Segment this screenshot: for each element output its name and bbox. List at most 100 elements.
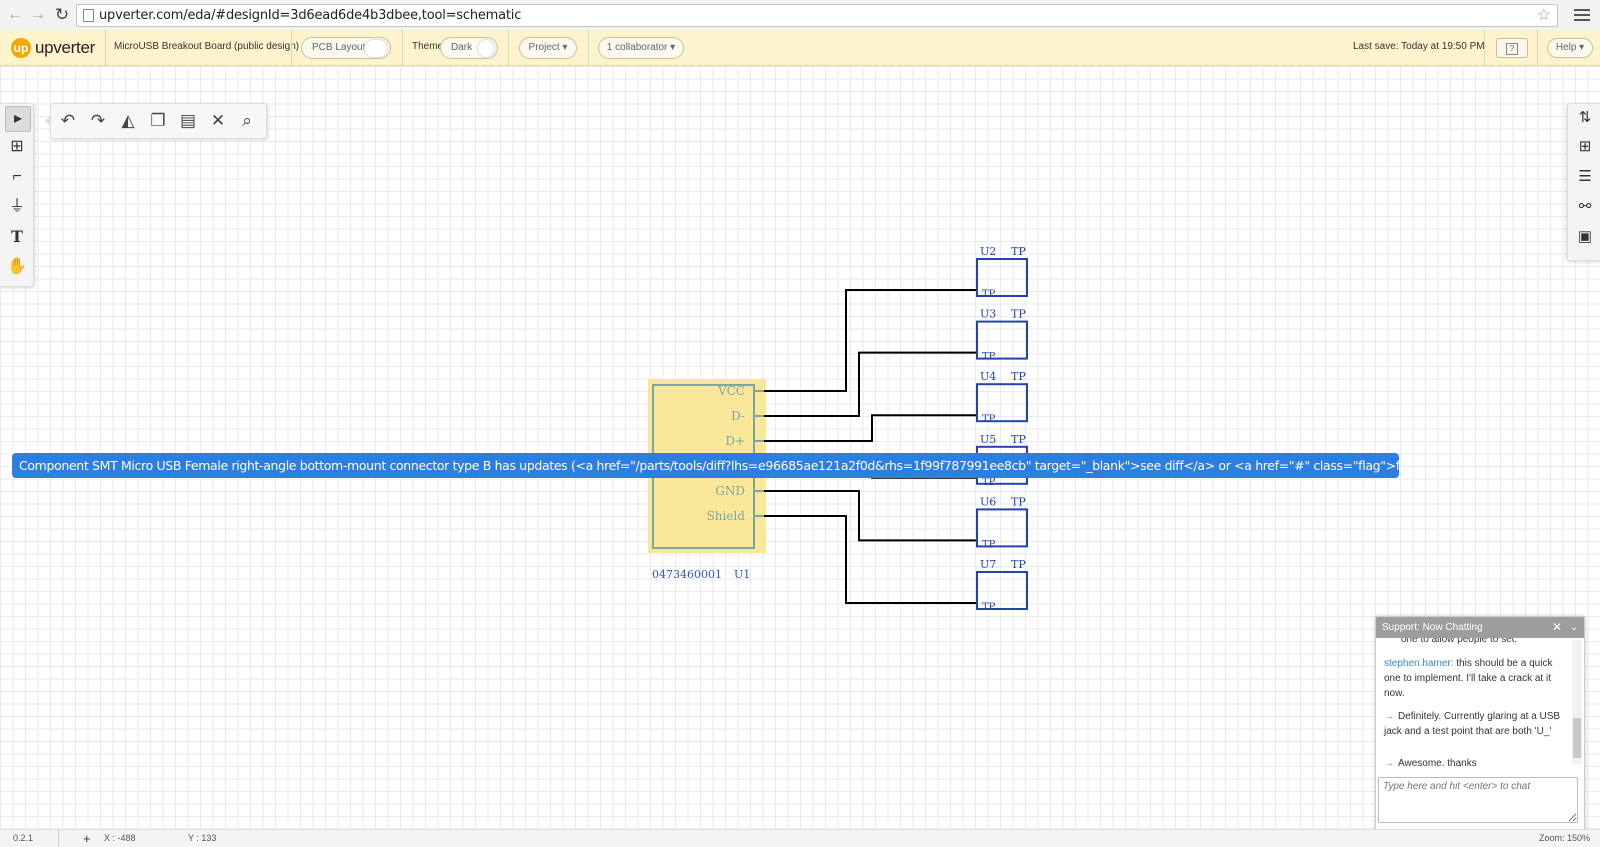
designator-label: U1 — [734, 568, 750, 581]
text-icon[interactable]: T — [11, 227, 23, 246]
tp-value: TP — [1011, 308, 1026, 321]
pan-hand-icon[interactable]: ✋ — [7, 258, 27, 275]
divider — [105, 30, 106, 65]
tp-pin-label: TP — [982, 352, 996, 363]
chat-message: stephen.hamer: this should be a quick on… — [1384, 656, 1564, 701]
close-icon[interactable]: ✕ — [1551, 620, 1562, 634]
chat-input[interactable] — [1378, 777, 1578, 823]
tp-designator: U6 — [980, 495, 996, 508]
divider — [508, 30, 509, 65]
divider — [1484, 30, 1485, 65]
delete-icon[interactable]: ✕ — [210, 111, 226, 130]
divider — [1537, 30, 1538, 65]
tp-designator: U3 — [980, 308, 996, 321]
flip-icon[interactable]: ◭ — [121, 111, 135, 130]
chat-message-text: Awesome, thanks — [1398, 758, 1477, 766]
tp-pin-label: TP — [982, 602, 996, 613]
zoom-level[interactable]: Zoom: 150% — [1538, 833, 1590, 843]
tp-body[interactable] — [976, 383, 1028, 423]
question-icon: ? — [1506, 43, 1518, 55]
url-text[interactable]: upverter.com/eda/#designId=3d6ead6de4b3d… — [99, 8, 522, 23]
crosshair-icon: + — [83, 831, 91, 846]
y-coordinate: Y : 133 — [188, 833, 217, 843]
status-bar: 0.2.1 + X : -488 Y : 133 Zoom: 150% — [0, 829, 1600, 847]
last-save-status: Last save: Today at 19:50 PM — [1353, 41, 1485, 52]
logo-text: upverter — [35, 38, 95, 57]
project-dropdown[interactable]: Project ▾ — [519, 37, 577, 59]
list-icon[interactable]: ☰ — [1578, 168, 1592, 185]
chat-scrollbar[interactable] — [1572, 640, 1582, 764]
tp-pin-label: TP — [982, 477, 996, 488]
chat-log: one to allow people to set. stephen.hame… — [1376, 638, 1570, 766]
help-dropdown[interactable]: Help ▾ — [1547, 38, 1593, 58]
part-number-label: 0473460001 — [652, 568, 722, 581]
back-arrow-icon[interactable]: ← — [7, 6, 23, 23]
chat-message-text: Definitely. Currently glaring at a USB j… — [1384, 711, 1561, 737]
divider — [291, 30, 292, 65]
address-bar[interactable]: upverter.com/eda/#designId=3d6ead6de4b3d… — [76, 4, 1558, 27]
browser-menu-icon[interactable] — [1574, 6, 1590, 24]
pin-label: D- — [731, 409, 745, 423]
copy-icon[interactable]: ❐ — [150, 111, 166, 130]
tp-body[interactable] — [976, 508, 1028, 548]
paste-icon[interactable]: ▤ — [179, 111, 197, 130]
tp-value: TP — [1011, 370, 1026, 383]
ground-icon[interactable]: ⏚ — [8, 198, 25, 215]
component-icon[interactable]: ⊞ — [10, 138, 24, 155]
logo-mark-icon: up — [11, 38, 31, 58]
wires[interactable] — [764, 289, 977, 604]
app-toolbar: up upverter MicroUSB Breakout Board (pub… — [0, 30, 1600, 66]
select-move-icon[interactable]: ▸ — [5, 106, 31, 132]
chevron-down-icon[interactable]: ⌄ — [1569, 622, 1578, 633]
wire[interactable] — [764, 490, 977, 542]
wire[interactable] — [764, 289, 977, 392]
pcb-layout-label: PCB Layout — [312, 42, 366, 53]
toggle-knob — [364, 39, 388, 58]
bookmark-star-icon[interactable]: ☆ — [1536, 7, 1551, 24]
upverter-logo[interactable]: up upverter — [11, 38, 95, 58]
theme-toggle[interactable]: Dark — [440, 37, 498, 59]
wire[interactable] — [764, 515, 977, 604]
chart-icon[interactable]: ▣ — [1577, 228, 1593, 245]
chat-message-text: this should be a quick one to implement.… — [1384, 658, 1553, 699]
component-update-tooltip: Component SMT Micro USB Female right-ang… — [12, 453, 1399, 478]
tp-value: TP — [1011, 558, 1026, 571]
scrollbar-thumb[interactable] — [1573, 718, 1581, 758]
rotate-right-icon[interactable]: ↷ — [90, 111, 106, 130]
wire[interactable] — [764, 414, 977, 442]
support-chat-widget[interactable]: Support: Now Chatting ✕ ⌄ one to allow p… — [1375, 616, 1585, 831]
wire-icon[interactable]: ⌐ — [12, 168, 22, 185]
tp-body[interactable] — [976, 571, 1028, 610]
properties-icon[interactable]: ⇅ — [1578, 109, 1592, 126]
search-icon[interactable]: ⌕ — [242, 111, 252, 130]
collaborators-dropdown[interactable]: 1 collaborator ▾ — [598, 37, 684, 59]
pcb-layout-toggle[interactable]: PCB Layout — [301, 37, 391, 59]
parts-icon[interactable]: ⊞ — [1578, 138, 1592, 155]
pin-label: GND — [715, 484, 745, 498]
help-question-button[interactable]: ? — [1496, 38, 1528, 58]
tp-body[interactable] — [976, 258, 1028, 297]
tp-pin-label: TP — [982, 414, 996, 425]
divider — [588, 30, 589, 65]
right-tool-palette: ⇅ ⊞ ☰ ⚯ ▣ — [1567, 103, 1600, 261]
chat-header[interactable]: Support: Now Chatting ✕ ⌄ — [1376, 617, 1584, 638]
tp-body[interactable] — [976, 320, 1028, 360]
chat-title: Support: Now Chatting — [1382, 622, 1483, 633]
nets-icon[interactable]: ⚯ — [1578, 198, 1592, 215]
reload-icon[interactable]: ↻ — [54, 5, 70, 24]
chat-author[interactable]: stephen.hamer: — [1384, 658, 1454, 669]
forward-arrow-icon[interactable]: → — [30, 6, 46, 23]
tp-designator: U2 — [980, 245, 996, 258]
tp-value: TP — [1011, 245, 1026, 258]
wire[interactable] — [764, 351, 977, 417]
rotate-left-icon[interactable]: ↶ — [60, 111, 76, 130]
